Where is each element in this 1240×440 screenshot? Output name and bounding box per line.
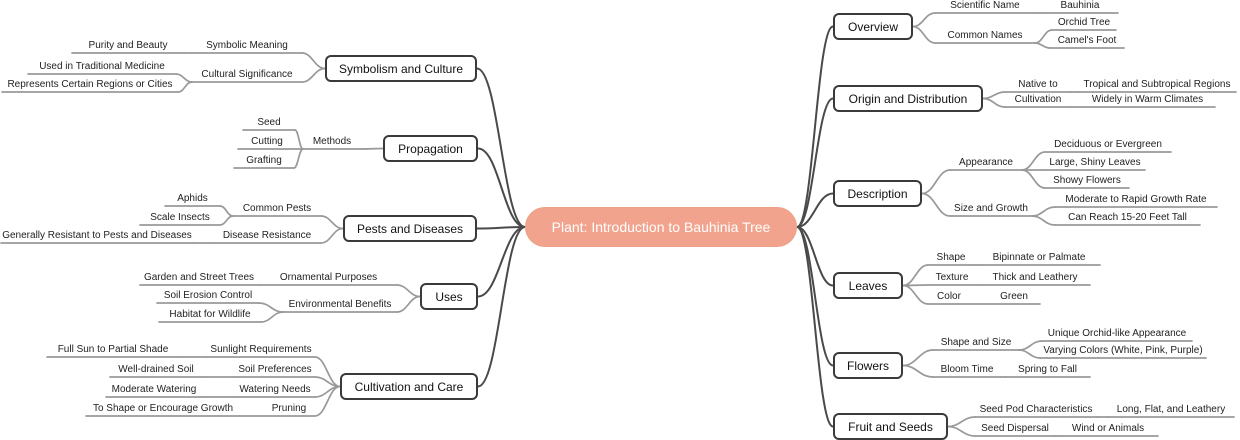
detail-grafting[interactable]: Grafting <box>246 155 282 166</box>
detail-growth-rate[interactable]: Moderate to Rapid Growth Rate <box>1065 194 1207 205</box>
detail-deciduous-evergreen[interactable]: Deciduous or Evergreen <box>1054 139 1162 150</box>
detail-habitat-wildlife[interactable]: Habitat for Wildlife <box>169 309 251 320</box>
detail-wind-animals[interactable]: Wind or Animals <box>1071 423 1145 434</box>
detail-spring-to-fall[interactable]: Spring to Fall <box>1018 364 1077 375</box>
topic-origin-distribution[interactable]: Origin and Distribution <box>833 85 983 112</box>
detail-traditional-medicine[interactable]: Used in Traditional Medicine <box>39 61 165 72</box>
subtopic-appearance[interactable]: Appearance <box>959 157 1013 168</box>
topic-flowers[interactable]: Flowers <box>833 352 903 379</box>
detail-orchid-like[interactable]: Unique Orchid-like Appearance <box>1047 328 1187 339</box>
subtopic-cultivation[interactable]: Cultivation <box>1014 94 1062 105</box>
detail-varying-colors[interactable]: Varying Colors (White, Pink, Purple) <box>1043 345 1203 356</box>
subtopic-methods[interactable]: Methods <box>312 136 352 147</box>
subtopic-cultural-significance[interactable]: Cultural Significance <box>201 69 293 80</box>
detail-tropical-regions[interactable]: Tropical and Subtropical Regions <box>1083 79 1231 90</box>
detail-orchid-tree[interactable]: Orchid Tree <box>1057 17 1111 28</box>
topic-overview[interactable]: Overview <box>833 13 913 40</box>
detail-bauhinia[interactable]: Bauhinia <box>1060 0 1100 11</box>
subtopic-ornamental-purposes[interactable]: Ornamental Purposes <box>279 272 378 283</box>
subtopic-environmental-benefits[interactable]: Environmental Benefits <box>288 299 392 310</box>
detail-garden-street-trees[interactable]: Garden and Street Trees <box>143 272 255 283</box>
subtopic-leaf-shape[interactable]: Shape <box>936 252 966 263</box>
subtopic-size-growth[interactable]: Size and Growth <box>954 203 1028 214</box>
topic-description[interactable]: Description <box>833 180 922 207</box>
subtopic-leaf-texture[interactable]: Texture <box>935 272 969 283</box>
subtopic-disease-resistance[interactable]: Disease Resistance <box>222 230 312 241</box>
subtopic-pruning[interactable]: Pruning <box>271 403 307 414</box>
detail-seed[interactable]: Seed <box>257 117 281 128</box>
subtopic-soil-preferences[interactable]: Soil Preferences <box>238 364 312 375</box>
topic-propagation[interactable]: Propagation <box>383 135 478 162</box>
detail-generally-resistant[interactable]: Generally Resistant to Pests and Disease… <box>2 230 192 241</box>
central-topic[interactable]: Plant: Introduction to Bauhinia Tree <box>525 207 797 247</box>
subtopic-bloom-time[interactable]: Bloom Time <box>940 364 994 375</box>
detail-bipinnate-palmate[interactable]: Bipinnate or Palmate <box>992 252 1086 263</box>
detail-represents-regions[interactable]: Represents Certain Regions or Cities <box>7 79 173 90</box>
detail-well-drained-soil[interactable]: Well-drained Soil <box>118 364 194 375</box>
detail-purity-beauty[interactable]: Purity and Beauty <box>88 40 168 51</box>
detail-green[interactable]: Green <box>1000 291 1028 302</box>
detail-showy-flowers[interactable]: Showy Flowers <box>1053 175 1121 186</box>
detail-moderate-watering[interactable]: Moderate Watering <box>111 384 197 395</box>
subtopic-native-to[interactable]: Native to <box>1018 79 1058 90</box>
detail-soil-erosion-control[interactable]: Soil Erosion Control <box>163 290 253 301</box>
detail-aphids[interactable]: Aphids <box>177 193 208 204</box>
subtopic-watering-needs[interactable]: Watering Needs <box>239 384 311 395</box>
detail-shiny-leaves[interactable]: Large, Shiny Leaves <box>1049 157 1141 168</box>
topic-symbolism-culture[interactable]: Symbolism and Culture <box>325 55 477 82</box>
detail-shape-encourage-growth[interactable]: To Shape or Encourage Growth <box>92 403 234 414</box>
detail-camels-foot[interactable]: Camel's Foot <box>1057 35 1117 46</box>
detail-thick-leathery[interactable]: Thick and Leathery <box>992 272 1078 283</box>
subtopic-sunlight-requirements[interactable]: Sunlight Requirements <box>210 344 312 355</box>
subtopic-seed-pod[interactable]: Seed Pod Characteristics <box>979 404 1093 415</box>
subtopic-common-pests[interactable]: Common Pests <box>242 203 312 214</box>
topic-pests-diseases[interactable]: Pests and Diseases <box>343 215 477 242</box>
detail-height[interactable]: Can Reach 15-20 Feet Tall <box>1068 212 1187 223</box>
subtopic-seed-dispersal[interactable]: Seed Dispersal <box>981 423 1049 434</box>
subtopic-symbolic-meaning[interactable]: Symbolic Meaning <box>206 40 288 51</box>
topic-uses[interactable]: Uses <box>420 283 478 310</box>
detail-scale-insects[interactable]: Scale Insects <box>150 212 210 223</box>
detail-long-flat-leathery[interactable]: Long, Flat, and Leathery <box>1116 404 1226 415</box>
detail-warm-climates[interactable]: Widely in Warm Climates <box>1091 94 1204 105</box>
detail-full-sun-partial-shade[interactable]: Full Sun to Partial Shade <box>57 344 169 355</box>
topic-fruit-seeds[interactable]: Fruit and Seeds <box>833 413 948 440</box>
subtopic-common-names[interactable]: Common Names <box>947 30 1023 41</box>
subtopic-flower-shape-size[interactable]: Shape and Size <box>940 337 1012 348</box>
subtopic-scientific-name[interactable]: Scientific Name <box>950 0 1020 11</box>
detail-cutting[interactable]: Cutting <box>251 136 283 147</box>
topic-leaves[interactable]: Leaves <box>833 272 903 299</box>
subtopic-leaf-color[interactable]: Color <box>937 291 961 302</box>
topic-cultivation-care[interactable]: Cultivation and Care <box>340 373 478 400</box>
